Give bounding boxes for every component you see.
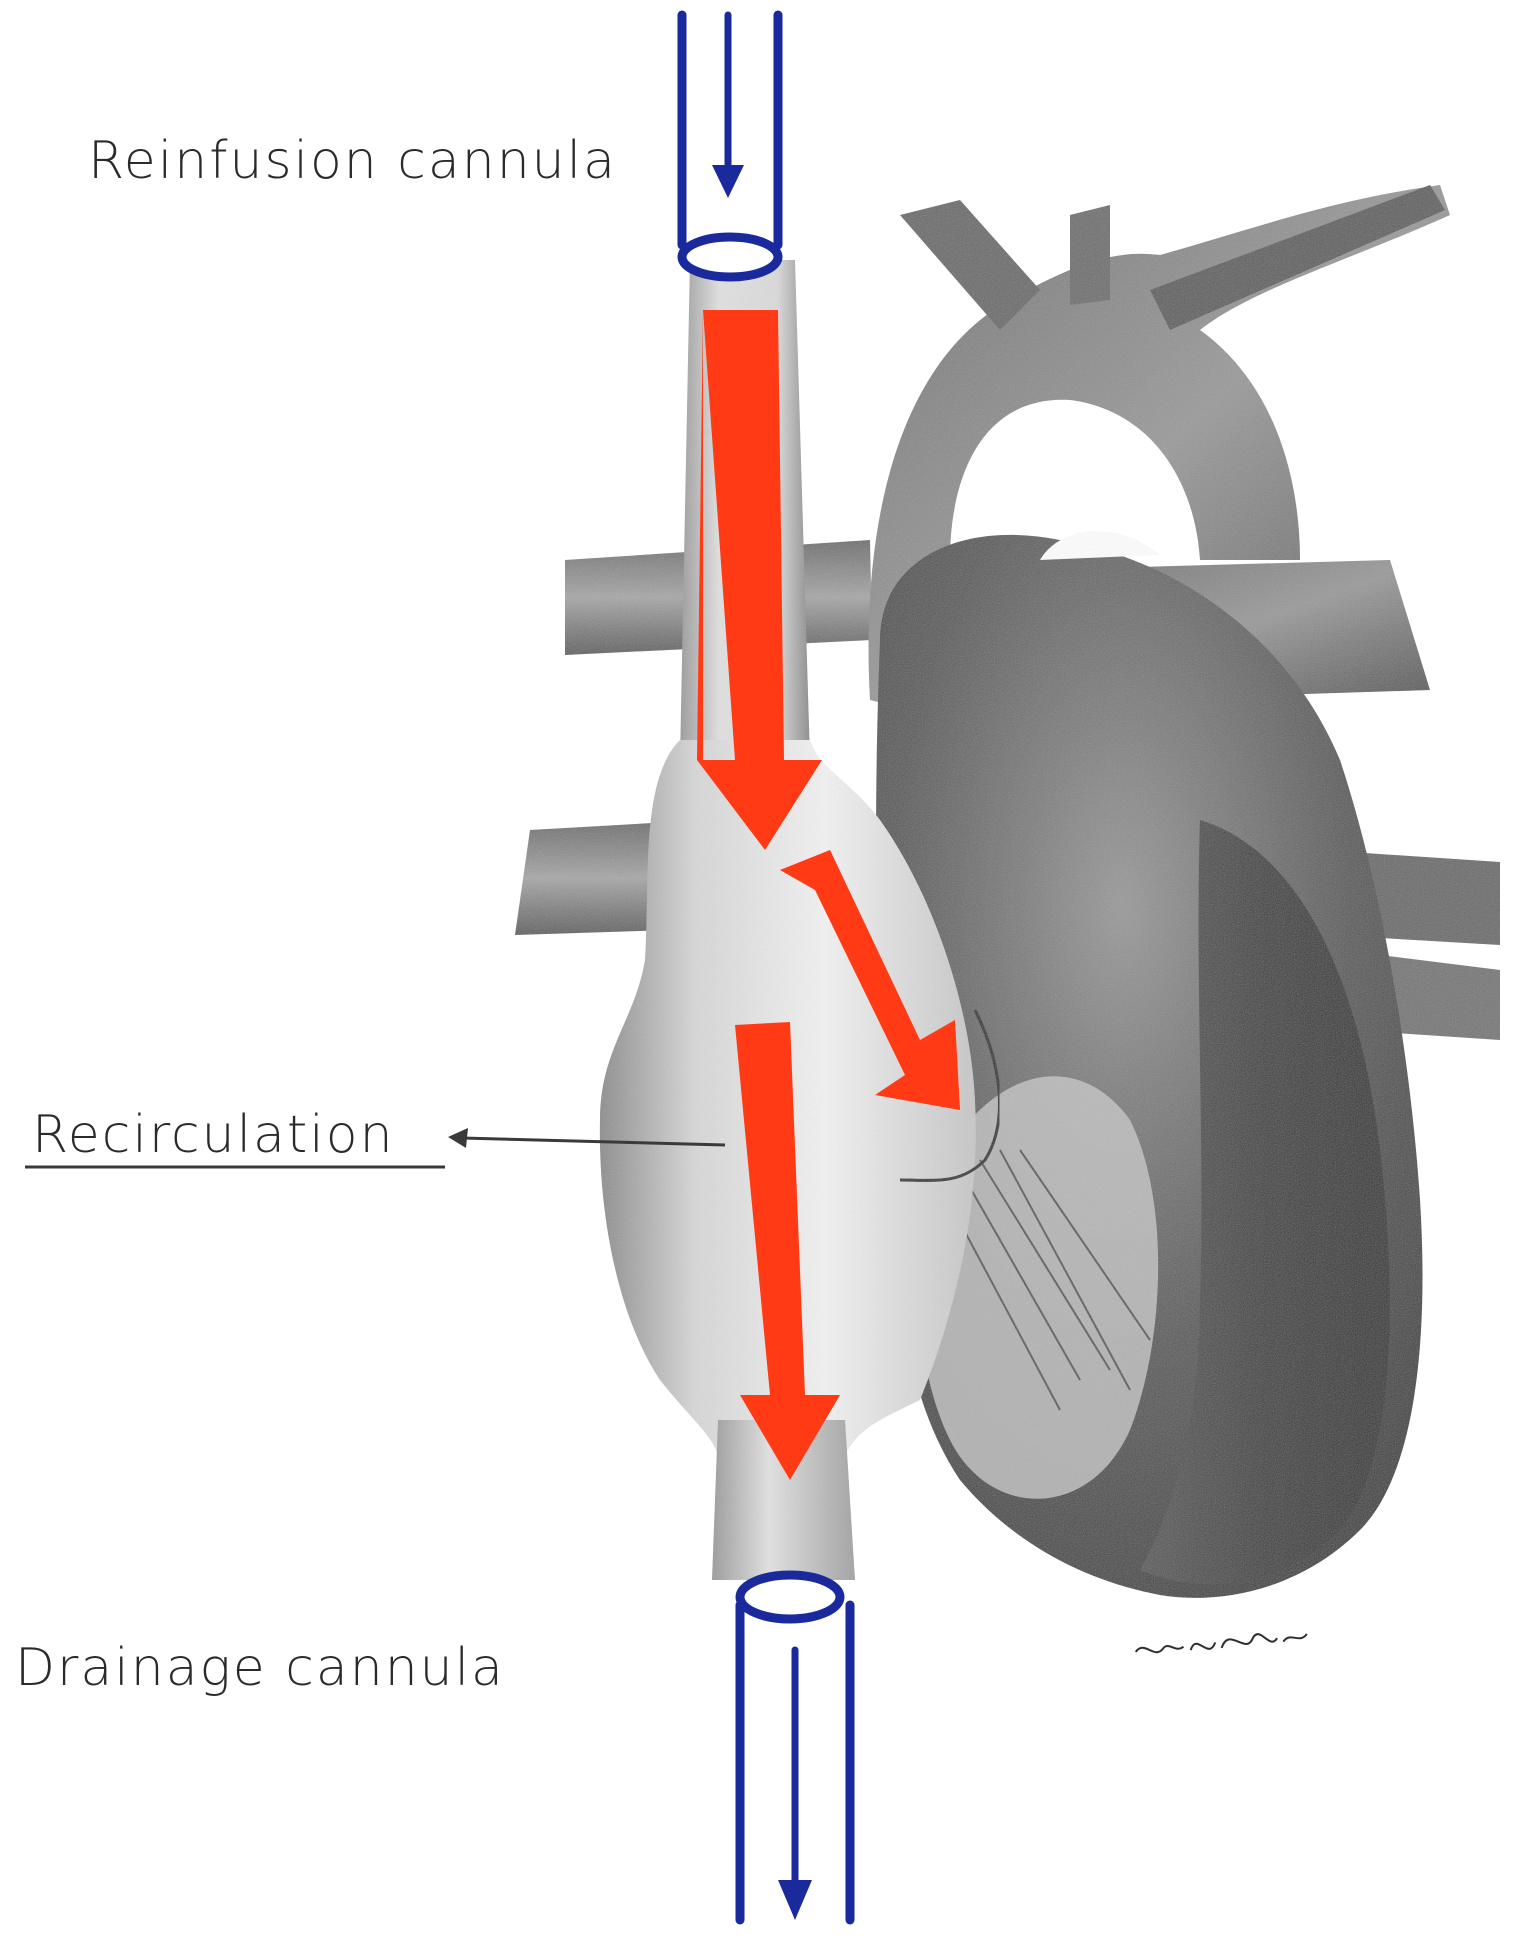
recirculation-label: Recirculation (32, 1105, 395, 1165)
drainage-cannula-tip (735, 1570, 845, 1624)
aortic-arch (868, 185, 1450, 720)
artist-signature (1134, 1633, 1308, 1654)
chordae-tendineae (939, 1149, 1151, 1411)
reinfusion-flow-main-arrow (697, 310, 822, 850)
right-pulmonary-veins (515, 822, 672, 935)
tricuspid-flow-arrow (780, 850, 960, 1110)
left-ventricle-wall (1140, 820, 1390, 1585)
reinfusion-cannula-tip (677, 232, 783, 282)
reinfusion-cannula (677, 10, 783, 282)
flow-arrows (697, 310, 960, 1480)
recirculation-pointer (448, 1128, 726, 1148)
inferior-vena-cava (712, 1420, 855, 1580)
drainage-cannula-label: Drainage cannula (15, 1638, 505, 1698)
drainage-cannula (735, 1570, 855, 1925)
drainage-flow-arrow (778, 1880, 812, 1920)
aortic-window (1040, 531, 1160, 560)
heart (868, 185, 1450, 1598)
brachiocephalic-trunk (900, 200, 1040, 330)
left-subclavian-artery (1150, 185, 1445, 330)
left-carotid-artery (1070, 205, 1110, 305)
recirculation-flow-arrow (735, 1022, 840, 1480)
tricuspid-edge (899, 1009, 1001, 1182)
interior-chamber (918, 1076, 1159, 1499)
reinfusion-cannula-label: Reinfusion cannula (88, 131, 617, 191)
reinfusion-flow-arrow (712, 165, 744, 198)
